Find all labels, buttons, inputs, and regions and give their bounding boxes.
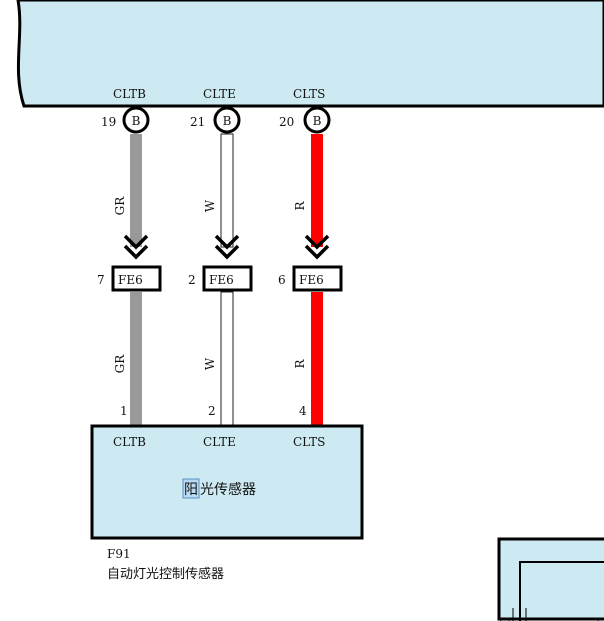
connector-pin-2: 2 [188,273,196,287]
sensor-name: 光传感器 [200,481,256,498]
connector-name: FE6 [118,273,143,287]
top-pin-number-19: 19 [101,115,116,129]
sensor-name-first-char: 阳 [184,482,198,498]
bottom-module-inner-line [519,561,604,621]
sensor-signal-clts: CLTS [293,435,325,449]
top-signal-cltb: CLTB [113,87,146,101]
connector-pin-6: 6 [278,273,286,287]
wire-r-upper [311,134,323,247]
top-signal-clts: CLTS [293,87,325,101]
wire-code-gr-upper: GR [113,196,127,216]
component-code: F91 [107,547,131,561]
top-terminal-clts: B [303,106,331,134]
text-selection-highlight [182,478,200,499]
top-pin-number-21: 21 [190,115,205,129]
wire-code-r-lower: R [293,359,307,369]
sensor-pin-1: 1 [120,404,128,418]
top-module-outline [16,0,604,108]
sensor-pin-2: 2 [208,404,216,418]
connector-chevron-icon [214,234,240,260]
connector-name: FE6 [299,273,324,287]
terminal-mark: B [132,114,141,128]
connector-chevron-icon [123,234,149,260]
connector-pin-7: 7 [97,273,105,287]
wire-code-w-lower: W [203,357,217,370]
sensor-signal-cltb: CLTB [113,435,146,449]
component-caption: 自动灯光控制传感器 [107,566,224,582]
terminal-mark: B [223,114,232,128]
wire-r-lower [311,292,323,426]
bottom-module-outline [497,537,604,621]
wire-gr-upper [130,134,142,247]
sensor-signal-clte: CLTE [203,435,236,449]
wire-code-gr-lower: GR [113,354,127,374]
wire-w-upper [220,133,234,248]
wire-code-r-upper: R [293,201,307,211]
sensor-body [90,424,364,540]
sensor-pin-4: 4 [299,404,307,418]
terminal-mark: B [313,114,322,128]
connector-chevron-icon [304,234,330,260]
connector-fe6-gr: FE6 [111,265,162,292]
connector-fe6-r: FE6 [292,265,343,292]
top-terminal-cltb: B [122,106,150,134]
top-signal-clte: CLTE [203,87,236,101]
wire-gr-lower [130,292,142,426]
connector-fe6-w: FE6 [202,265,253,292]
connector-name: FE6 [209,273,234,287]
top-terminal-clte: B [213,106,241,134]
wire-code-w-upper: W [203,199,217,212]
top-pin-number-20: 20 [279,115,294,129]
wire-w-lower [220,291,234,427]
bottom-module-pin-12: 12 [497,616,511,621]
bottom-module-pin-2: 2 [593,616,600,621]
